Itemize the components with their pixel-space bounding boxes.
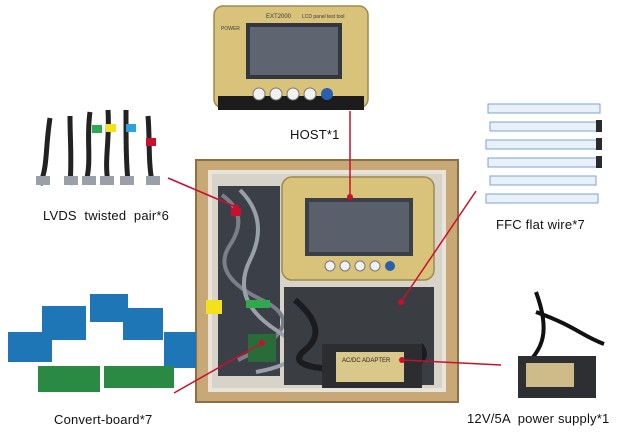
host-brand: EXT2000 [266, 14, 292, 20]
adapter-label: AC/DC ADAPTER [342, 358, 391, 364]
boxed-host-device [281, 176, 435, 281]
label-lvds: LVDS twisted pair*6 [43, 208, 170, 223]
label-ffc: FFC flat wire*7 [496, 217, 585, 232]
label-power-supply: 12V/5A power supply*1 [467, 411, 610, 426]
convert-boards [8, 294, 196, 392]
leader-lines [167, 111, 502, 394]
host-side-tag: POWER [221, 26, 240, 32]
lvds-cable-set [36, 109, 160, 186]
label-host: HOST*1 [290, 127, 340, 142]
host-device: EXT2000 LCD panel test tool POWER [213, 5, 369, 110]
ffc-flat-wires [485, 103, 602, 204]
label-convert-board: Convert-board*7 [54, 412, 153, 427]
boxed-power-adapter: AC/DC ADAPTER [284, 287, 434, 388]
host-subtitle: LCD panel test tool [302, 14, 345, 20]
power-supply [518, 291, 605, 398]
